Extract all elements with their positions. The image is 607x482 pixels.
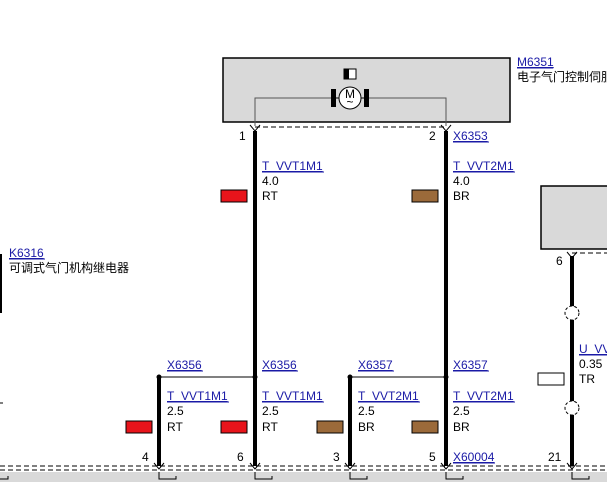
pin-number: 3 [333,450,340,464]
pin-number: 5 [429,450,436,464]
wire-size: 2.5 [167,404,184,418]
wire-name-link[interactable]: T_VVT2M1 [453,389,514,403]
pin-number: 2 [429,129,436,143]
connector-x60004-link[interactable]: X60004 [453,450,495,464]
pin-number: 4 [142,450,149,464]
wire-color-code: RT [167,420,183,434]
bottom-component-edge [0,472,607,482]
wire-color-code: BR [453,189,470,203]
wire-color-swatch-rt [220,420,248,434]
wire-color-code: RT [262,420,278,434]
connector-x6353-link[interactable]: X6353 [453,129,488,143]
terminal-marker-icon [0,472,590,480]
wire-name-link[interactable]: T_VVT2M1 [358,389,419,403]
wire-name-link[interactable]: U_VV [579,342,607,356]
connector-arrow-icon [249,124,452,132]
wire-color-swatch-br [411,420,439,434]
wire-size: 4.0 [453,174,470,188]
m6351-description: 电子气门控制伺服 [517,69,607,84]
wire-name-link[interactable]: T_VVT1M1 [262,389,323,403]
motor-icon: M ~ [254,86,447,126]
m6351-code-link[interactable]: M6351 [517,55,554,69]
wire-color-code: BR [358,420,375,434]
connector-x6357-link[interactable]: X6357 [453,358,488,372]
pin-number: 6 [556,254,563,268]
svg-text:~: ~ [346,95,353,109]
wire-color-code: TR [579,372,595,386]
connector-x6356-link[interactable]: X6356 [167,358,202,372]
wire-size: 2.5 [358,404,375,418]
wire-color-code: RT [262,189,278,203]
wire-color-swatch-br [316,420,344,434]
wire-name-link[interactable]: T_VVT1M1 [167,389,228,403]
wire-size: 2.5 [453,404,470,418]
component-symbol-icon [343,68,357,80]
connector-x6356-link[interactable]: X6356 [262,358,297,372]
splice-node [252,374,258,380]
k6316-code-link[interactable]: K6316 [9,246,44,260]
splice-node [443,374,449,380]
wire-color-swatch-tr [537,372,565,386]
wire-name-link[interactable]: T_VVT1M1 [262,159,323,173]
wire-size: 4.0 [262,174,279,188]
wire-color-swatch-br [411,189,439,203]
svg-text:M: M [345,87,355,101]
shield-break-icon [564,305,580,416]
k6316-description: 可调式气门机构继电器 [9,260,129,275]
wire-color-code: BR [453,420,470,434]
wire-size: 0.35 [579,357,603,371]
connector-arrow-icon [153,462,578,470]
wire-name-link[interactable]: T_VVT2M1 [453,159,514,173]
wire-color-swatch-rt [220,189,248,203]
pin-number: 1 [239,129,246,143]
right-component-box[interactable] [540,185,607,250]
connector-x6357-link[interactable]: X6357 [358,358,393,372]
pin-number: 21 [548,450,562,464]
wire-size: 2.5 [262,404,279,418]
pin-number: 6 [237,450,244,464]
wire-color-swatch-rt [125,420,153,434]
